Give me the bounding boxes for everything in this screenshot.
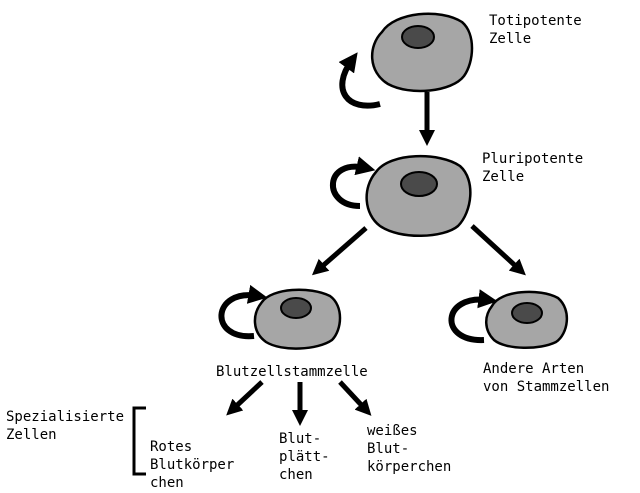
self-renewal-arrow-pluripotent xyxy=(330,156,376,209)
label-other-stem: Andere Arten von Stammzellen xyxy=(483,361,610,395)
label-platelets: Blut- plätt- chen xyxy=(279,431,330,483)
label-red-blood-cell: Rotes Blutkörper chen xyxy=(150,439,235,491)
arrow-to-white-blood-cell xyxy=(338,380,372,416)
arrow-to-red-blood-cell xyxy=(226,380,264,416)
cell-nucleus xyxy=(280,297,312,319)
label-totipotent: Totipotente Zelle xyxy=(489,13,582,47)
self-renewal-arrow-totipotent xyxy=(338,52,381,109)
label-white-blood-cell: weißes Blut- körperchen xyxy=(367,423,452,475)
totipotent-cell xyxy=(370,12,474,93)
cell-nucleus xyxy=(401,25,435,49)
label-specialized: Spezialisierte Zellen xyxy=(6,409,125,443)
label-blood-stem: Blutzellstammzelle xyxy=(216,364,368,380)
arrow-pluri-to-blood-stem xyxy=(311,226,368,276)
self-renewal-arrow-other-stem xyxy=(448,289,498,344)
cell-nucleus xyxy=(400,171,438,197)
specialized-bracket xyxy=(132,406,146,476)
cell-body xyxy=(370,12,474,93)
pluripotent-cell xyxy=(365,155,472,237)
label-pluripotent: Pluripotente Zelle xyxy=(482,151,584,185)
other-stem-cell xyxy=(485,290,568,350)
self-renewal-arrow-blood-stem xyxy=(218,284,268,340)
cell-nucleus xyxy=(511,302,543,324)
cell-body xyxy=(253,288,342,350)
arrow-pluri-to-other-stem xyxy=(470,224,526,276)
blood-stem-cell xyxy=(253,288,342,350)
